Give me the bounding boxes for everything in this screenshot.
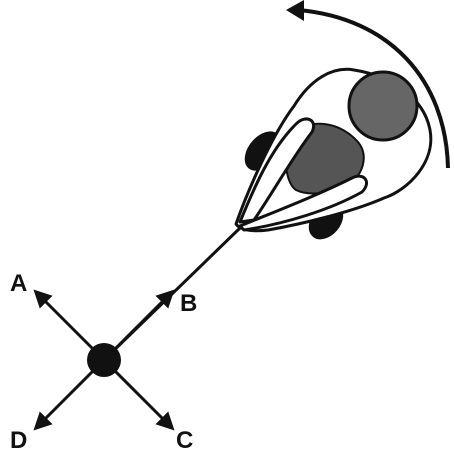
right-arm bbox=[238, 174, 368, 232]
label-a: A bbox=[10, 270, 27, 297]
rotation-arrow bbox=[286, 0, 450, 169]
arrow-b bbox=[109, 289, 175, 355]
label-c: C bbox=[176, 427, 193, 454]
person-top-view bbox=[234, 67, 433, 240]
arrow-a bbox=[33, 289, 99, 355]
arrow-d bbox=[33, 365, 99, 431]
arrow-c bbox=[109, 365, 175, 431]
head bbox=[347, 70, 419, 142]
rotation-arrowhead-icon bbox=[286, 0, 304, 21]
left-arm bbox=[238, 117, 315, 224]
label-d: D bbox=[10, 427, 27, 454]
label-b: B bbox=[180, 290, 197, 317]
